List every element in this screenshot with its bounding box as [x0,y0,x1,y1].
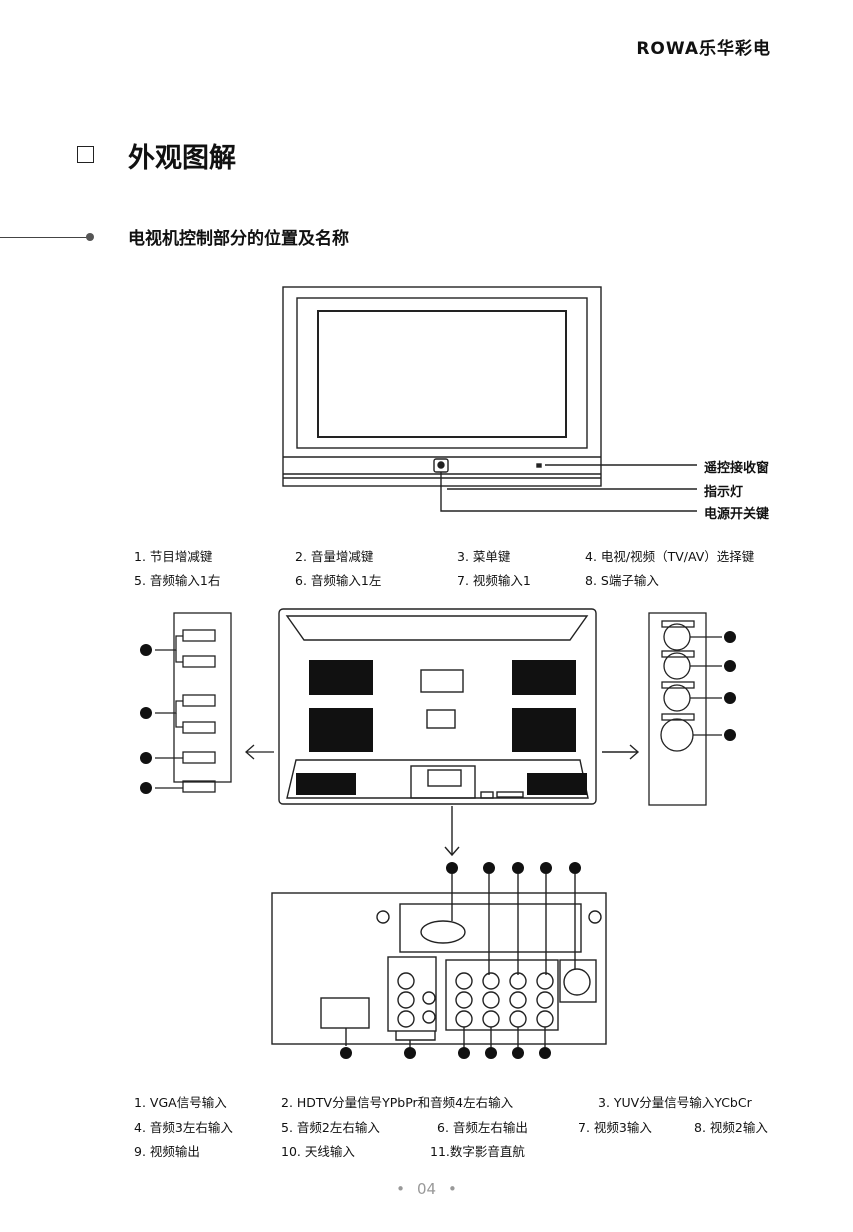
side-label-7: 7. 视频输入1 [457,573,531,588]
rear-label-3: 3. YUV分量信号输入YCbCr [598,1095,752,1110]
rear-label-9: 9. 视频输出 [134,1144,200,1159]
av-panel-numbers [724,631,736,741]
rear-label-8: 8. 视频2输入 [694,1120,768,1135]
side-label-5: 5. 音频输入1右 [134,573,221,588]
side-label-4: 4. 电视/视频（TV/AV）选择键 [585,549,755,564]
rear-label-6: 6. 音频左右输出 [437,1120,528,1135]
side-label-1: 1. 节目增减键 [134,549,213,564]
rear-label-4: 4. 音频3左右输入 [134,1120,233,1135]
rear-label-10: 10. 天线输入 [281,1144,355,1159]
side-label-3: 3. 菜单键 [457,549,511,564]
rear-speaker-grills [296,660,587,795]
subtitle-rule [0,237,92,238]
callout-power-button: 电源开关键 [704,507,770,522]
checkbox-icon [77,146,94,163]
callout-indicator-light: 指示灯 [704,485,744,500]
page-number-text: 04 [416,1180,437,1198]
rear-label-7: 7. 视频3输入 [578,1120,652,1135]
rear-label-2: 2. HDTV分量信号YPbPr和音频4左右输入 [281,1095,514,1110]
side-label-8: 8. S端子输入 [585,573,659,588]
side-panel-numbers [140,644,152,794]
rear-connector-panel [271,874,607,1047]
rear-label-5: 5. 音频2左右输入 [281,1120,380,1135]
side-av-panel [648,612,722,806]
rear-panel-numbers [340,862,581,1059]
rear-label-1: 1. VGA信号输入 [134,1095,227,1110]
subtitle: 电视机控制部分的位置及名称 [128,229,349,249]
side-label-6: 6. 音频输入1左 [295,573,382,588]
tv-front-view [282,286,697,512]
bullet-icon [86,233,94,241]
tv-rear-view [278,608,640,857]
side-control-panel [155,612,274,793]
callout-remote-receiver: 遥控接收窗 [704,461,770,476]
section-title: 外观图解 [128,143,236,174]
brand-logo: ROWA乐华彩电 [636,39,771,59]
rear-label-11: 11.数字影音直航 [430,1144,525,1159]
page-number: •04• [396,1180,457,1198]
side-label-2: 2. 音量增减键 [295,549,374,564]
